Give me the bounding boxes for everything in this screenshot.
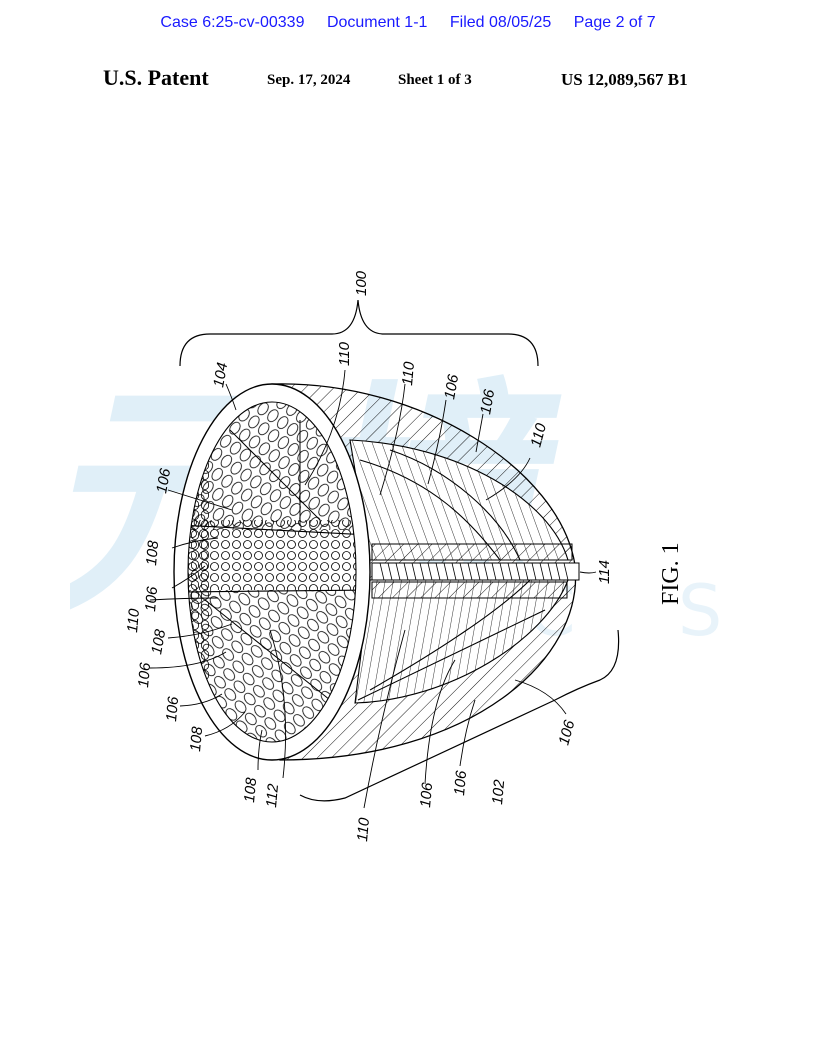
ref-106i: 106 [555,718,578,747]
ref-110a: 110 [336,341,353,366]
ref-108c: 108 [187,725,206,752]
ref-106e: 106 [135,661,154,688]
ref-106h: 106 [451,769,470,796]
ref-108a: 108 [143,539,162,566]
ref-106g: 106 [417,781,436,808]
ref-112: 112 [263,782,282,808]
ref-114: 114 [596,560,613,584]
ref-110c: 110 [527,421,550,449]
ref-106f: 106 [163,695,182,722]
ref-100: 100 [353,270,370,296]
page-indicator: Page 2 of 7 [573,14,656,31]
ref-110e: 110 [354,816,373,842]
ref-110d: 110 [124,607,143,633]
case-number: Case 6:25-cv-00339 [160,14,305,31]
ref-106d: 106 [142,585,161,612]
docket-header: Case 6:25-cv-00339 Document 1-1 Filed 08… [0,14,816,32]
ref-108d: 108 [241,776,260,803]
ref-108b: 108 [148,627,169,655]
patent-title: U.S. Patent [103,65,209,90]
patent-date: Sep. 17, 2024 [267,72,351,88]
ref-104: 104 [210,361,231,389]
patent-number: US 12,089,567 B1 [561,70,688,89]
ref-106b: 106 [477,387,498,415]
document-number: Document 1-1 [326,14,428,31]
figure-label: FIG. 1 [658,542,684,605]
filed-date: Filed 08/05/25 [449,14,552,31]
sheet-indicator: Sheet 1 of 3 [398,72,472,88]
ref-106a: 106 [441,372,462,400]
ref-102: 102 [489,778,508,805]
ref-110b: 110 [399,360,418,386]
ref-106c: 106 [153,466,174,494]
